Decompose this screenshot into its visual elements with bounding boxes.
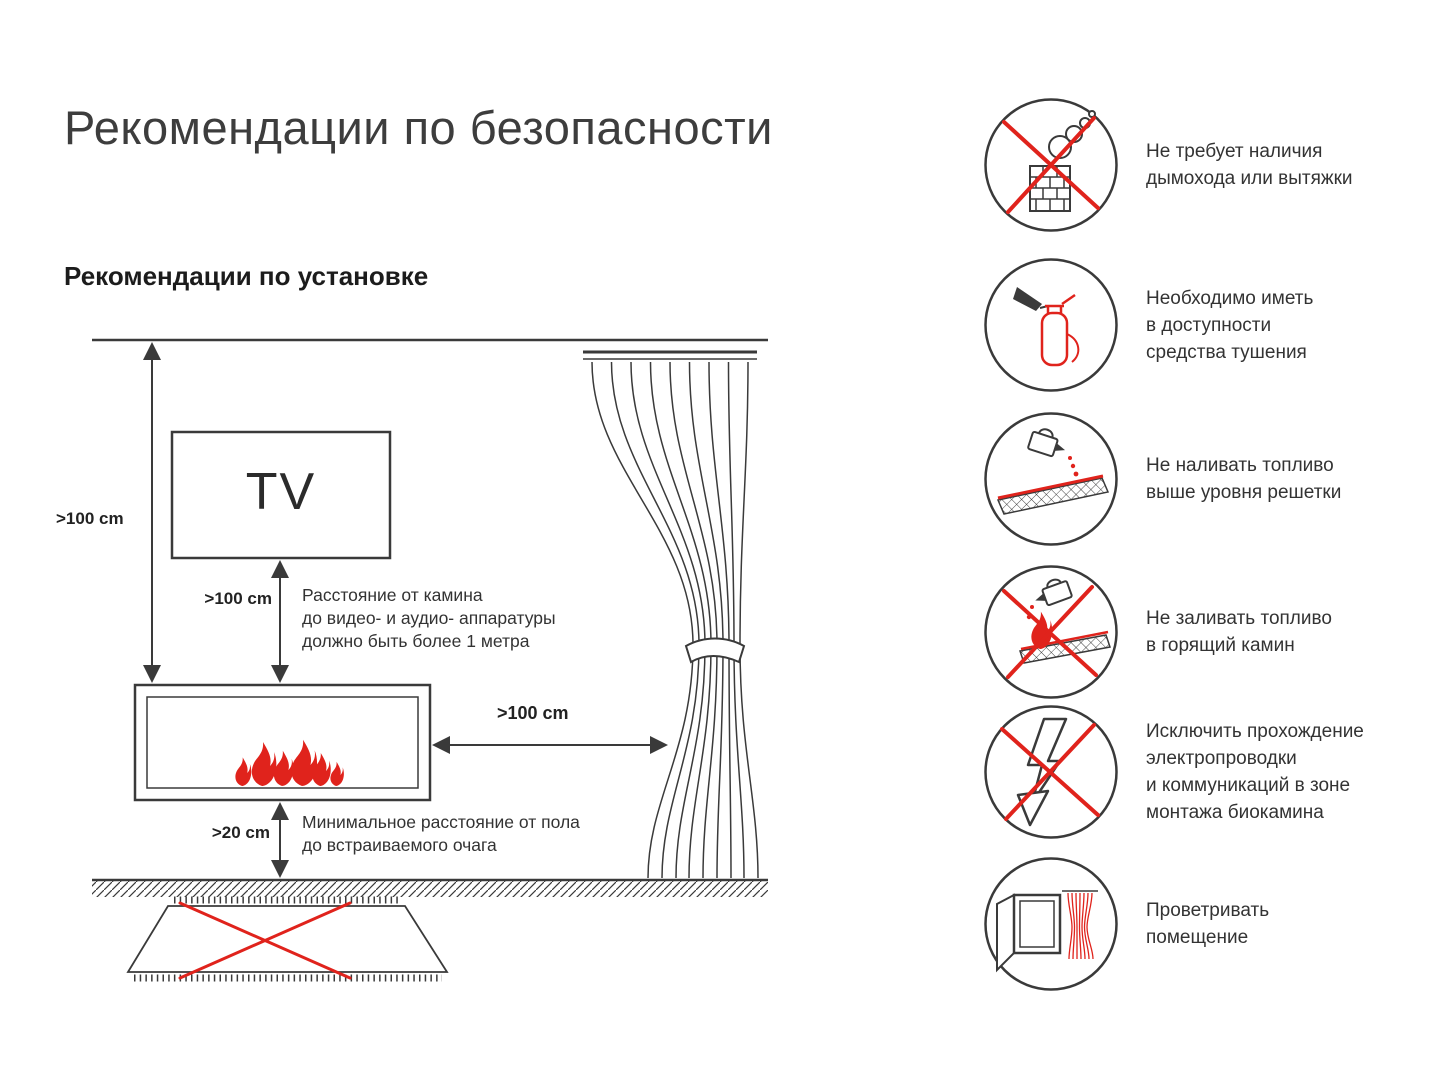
safety-item-no-wiring: Исключить прохождение электропроводки и … (982, 703, 1440, 841)
fire-extinguisher-icon (984, 258, 1118, 392)
ventilate-icon (984, 857, 1118, 991)
safety-item-no-refuel: Не заливать топливо в горящий камин (982, 563, 1440, 701)
floor-hatching (92, 880, 768, 897)
tv-distance-label: >100 cm (204, 589, 272, 608)
dimension-arrows (143, 342, 668, 878)
no-refuel-burning-icon (984, 565, 1118, 699)
safety-item-fuel-level: Не наливать топливо выше уровня решетки (982, 410, 1440, 548)
curtain (583, 350, 759, 879)
safety-item-text: Проветривать помещение (1146, 900, 1270, 948)
carpet-cross-icon (178, 901, 352, 980)
ceiling-distance-label: >100 cm (56, 509, 124, 528)
no-wiring-icon (984, 705, 1118, 839)
safety-item-text: Не наливать топливо выше уровня решетки (1146, 455, 1342, 503)
safety-item-text: Исключить прохождение электропроводки и … (1146, 721, 1364, 823)
tv-label: TV (245, 463, 317, 521)
tv-distance-note: Расстояние от камина до видео- и аудио- … (302, 585, 556, 651)
safety-item-ventilate: Проветривать помещение (982, 855, 1440, 993)
safety-item-text: Не заливать топливо в горящий камин (1146, 608, 1332, 656)
no-carpet (126, 896, 449, 982)
installation-diagram (92, 338, 768, 982)
flames (235, 739, 344, 786)
floor-distance-note: Минимальное расстояние от пола до встраи… (302, 812, 580, 855)
curtain-tie (684, 637, 746, 664)
fireplace (133, 683, 432, 802)
safety-item-text: Необходимо иметь в доступности средства … (1146, 287, 1314, 363)
safety-item-no-chimney: Не требует наличия дымохода или вытяжки (982, 96, 1440, 234)
safety-item-extinguisher: Необходимо иметь в доступности средства … (982, 256, 1440, 394)
curtain-distance-label: >100 cm (497, 703, 569, 723)
installation-section-title: Рекомендации по установке (64, 261, 429, 291)
tv-box (170, 430, 392, 560)
fuel-level-icon (984, 412, 1118, 546)
safety-item-text: Не требует наличия дымохода или вытяжки (1146, 141, 1353, 189)
page-title: Рекомендации по безопасности (64, 101, 773, 154)
floor-distance-label: >20 cm (211, 823, 270, 842)
no-chimney-icon (984, 98, 1118, 232)
